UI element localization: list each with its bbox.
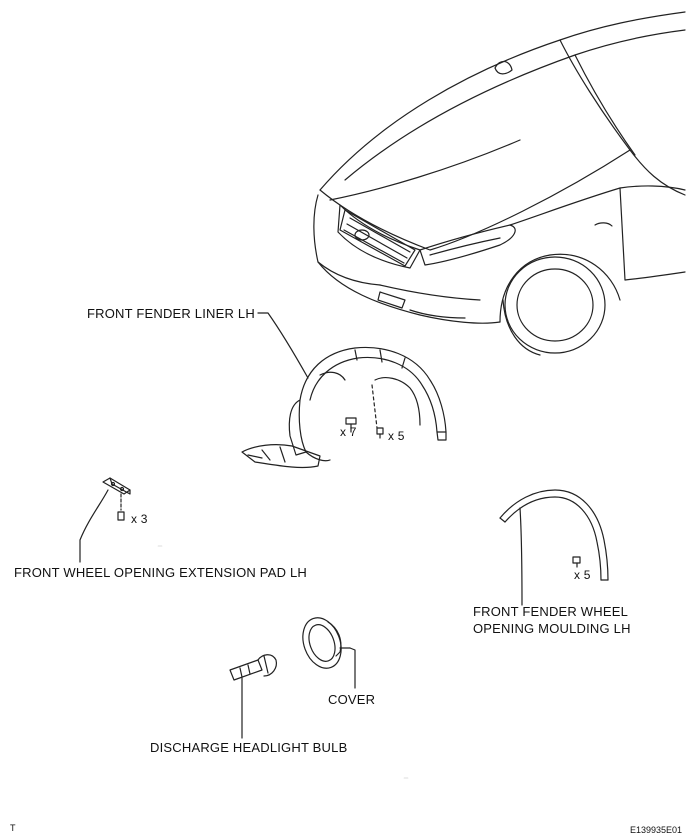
corner-mark: T	[10, 823, 16, 833]
qty-liner-clip: x 7	[340, 425, 357, 439]
label-bulb: DISCHARGE HEADLIGHT BULB	[150, 740, 348, 755]
label-moulding-line-1: FRONT FENDER WHEEL	[473, 604, 629, 619]
bulb-illustration	[229, 654, 277, 681]
qty-liner-screw: x 5	[388, 429, 405, 443]
leader-cover	[349, 647, 356, 689]
leader-fender-liner	[257, 312, 309, 379]
fender-liner-illustration	[241, 346, 447, 469]
cover-illustration	[302, 617, 351, 669]
label-extension-pad: FRONT WHEEL OPENING EXTENSION PAD LH	[14, 565, 308, 580]
vehicle-illustration	[313, 11, 686, 356]
leader-moulding	[519, 507, 523, 606]
label-cover: COVER	[328, 692, 376, 707]
figure-id: E139935E01	[630, 825, 683, 835]
moulding-illustration	[499, 489, 609, 581]
qty-moulding-clip: x 5	[574, 568, 591, 582]
extension-pad-illustration	[102, 477, 131, 521]
qty-pad-screw: x 3	[131, 512, 148, 526]
label-front-fender-liner: FRONT FENDER LINER LH	[87, 306, 255, 321]
leader-extension-pad	[79, 489, 109, 563]
label-moulding-line-2: OPENING MOULDING LH	[473, 621, 631, 636]
